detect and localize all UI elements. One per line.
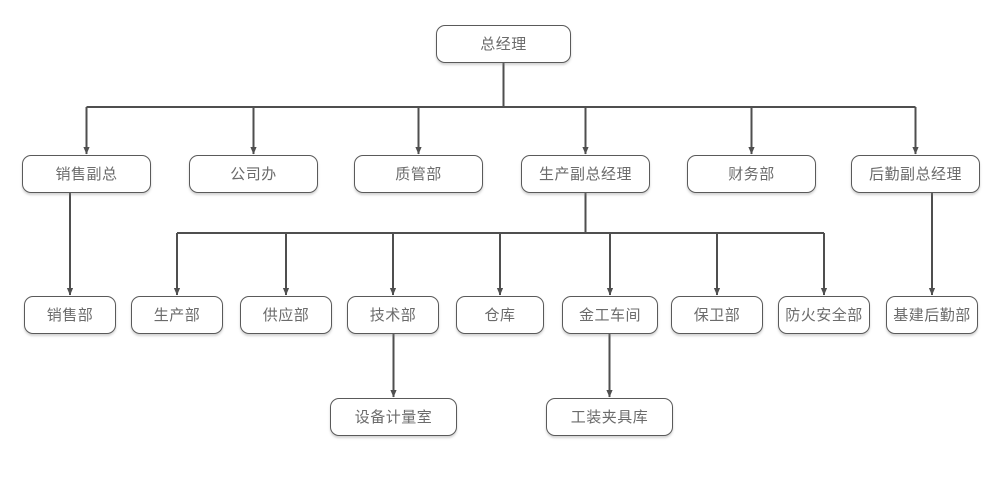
org-node-label: 防火安全部 bbox=[785, 306, 863, 324]
org-node-n11[interactable]: 仓库 bbox=[456, 296, 544, 334]
org-node-label: 仓库 bbox=[484, 306, 516, 324]
org-node-label: 生产部 bbox=[153, 306, 201, 324]
org-node-label: 公司办 bbox=[230, 165, 277, 183]
org-node-label: 工装夹具库 bbox=[570, 408, 649, 426]
org-node-n12[interactable]: 金工车间 bbox=[562, 296, 658, 334]
org-node-n2[interactable]: 公司办 bbox=[189, 155, 318, 193]
org-node-n10[interactable]: 技术部 bbox=[347, 296, 439, 334]
org-node-n8[interactable]: 生产部 bbox=[131, 296, 223, 334]
org-node-n15[interactable]: 基建后勤部 bbox=[886, 296, 978, 334]
org-node-label: 基建后勤部 bbox=[893, 306, 971, 324]
org-node-label: 技术部 bbox=[369, 306, 417, 324]
org-node-label: 总经理 bbox=[480, 35, 527, 53]
org-node-n16[interactable]: 设备计量室 bbox=[330, 398, 457, 436]
org-node-n6[interactable]: 后勤副总经理 bbox=[851, 155, 980, 193]
org-node-label: 供应部 bbox=[262, 306, 310, 324]
org-node-n3[interactable]: 质管部 bbox=[354, 155, 483, 193]
org-node-label: 设备计量室 bbox=[354, 408, 433, 426]
org-node-label: 销售部 bbox=[46, 306, 94, 324]
org-node-label: 后勤副总经理 bbox=[868, 165, 962, 183]
org-node-n9[interactable]: 供应部 bbox=[240, 296, 332, 334]
org-node-n13[interactable]: 保卫部 bbox=[671, 296, 763, 334]
org-node-n5[interactable]: 财务部 bbox=[687, 155, 816, 193]
org-node-n17[interactable]: 工装夹具库 bbox=[546, 398, 673, 436]
connector-group bbox=[66, 63, 936, 398]
org-node-label: 生产副总经理 bbox=[538, 165, 632, 183]
org-node-n7[interactable]: 销售部 bbox=[24, 296, 116, 334]
org-node-n0[interactable]: 总经理 bbox=[436, 25, 571, 63]
org-node-label: 质管部 bbox=[395, 165, 442, 183]
org-node-label: 财务部 bbox=[728, 165, 775, 183]
org-node-n1[interactable]: 销售副总 bbox=[22, 155, 151, 193]
org-node-n4[interactable]: 生产副总经理 bbox=[521, 155, 650, 193]
org-node-label: 金工车间 bbox=[578, 306, 641, 324]
org-node-n14[interactable]: 防火安全部 bbox=[778, 296, 870, 334]
org-node-label: 销售副总 bbox=[55, 165, 118, 183]
org-node-label: 保卫部 bbox=[693, 306, 741, 324]
